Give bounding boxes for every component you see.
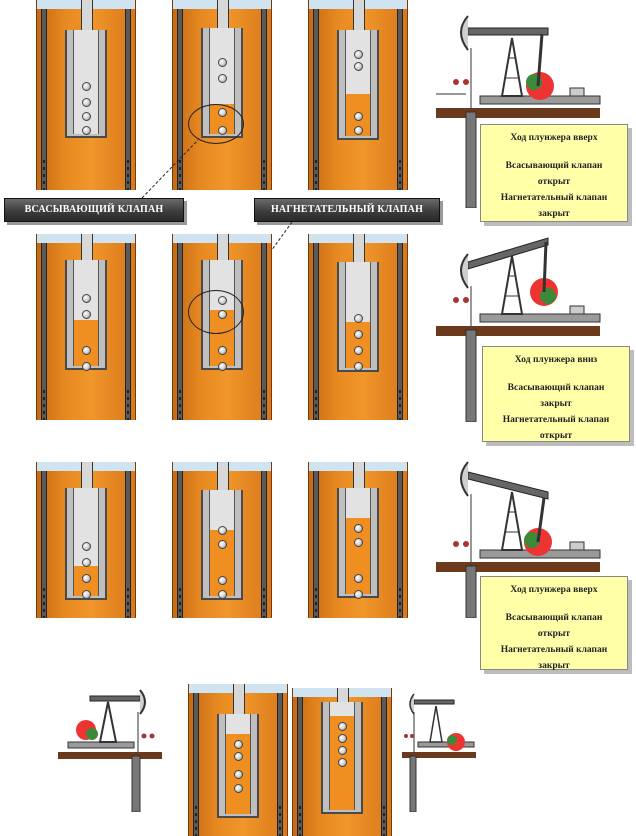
valve-ball <box>354 62 363 71</box>
valve-ball <box>82 310 91 319</box>
valve-ball <box>82 558 91 567</box>
valve-ball <box>218 58 227 67</box>
valve-ball <box>234 752 243 761</box>
discharge-valve-label: НАГНЕТАТЕЛЬНЫЙ КЛАПАН <box>254 198 440 222</box>
stroke-note: Ход плунжера вверх Всасывающий клапан от… <box>480 576 628 671</box>
suction-valve-label: ВСАСЫВАЮЩИЙ КЛАПАН <box>4 198 184 222</box>
valve-ball <box>218 540 227 549</box>
valve-ball <box>338 734 347 743</box>
valve-ball <box>354 112 363 121</box>
well-diagram <box>172 462 272 618</box>
valve-ball <box>354 538 363 547</box>
valve-ball <box>354 50 363 59</box>
valve-ball <box>82 98 91 107</box>
valve-ball <box>218 362 227 371</box>
valve-ball <box>82 362 91 371</box>
valve-ball <box>82 346 91 355</box>
valve-ball <box>82 590 91 599</box>
pumpjack-icon <box>436 461 601 618</box>
valve-ball <box>338 746 347 755</box>
valve-ball <box>82 294 91 303</box>
stroke-note: Ход плунжера вверх Всасывающий клапан от… <box>480 124 628 222</box>
pumpjack-icon <box>58 689 162 812</box>
valve-ball <box>354 590 363 599</box>
valve-ball <box>82 542 91 551</box>
valve-ball <box>234 784 243 793</box>
well-diagram <box>308 462 408 618</box>
well-diagram <box>36 0 136 190</box>
valve-ball <box>338 758 347 767</box>
valve-ball <box>82 112 91 121</box>
valve-highlight-circle <box>188 290 244 334</box>
valve-ball <box>218 590 227 599</box>
valve-ball <box>354 330 363 339</box>
valve-ball <box>218 576 227 585</box>
valve-ball <box>234 770 243 779</box>
valve-ball <box>234 740 243 749</box>
valve-ball <box>354 574 363 583</box>
well-diagram <box>36 462 136 618</box>
well-diagram <box>308 234 408 420</box>
valve-ball <box>354 524 363 533</box>
well-diagram <box>292 688 392 836</box>
valve-ball <box>354 362 363 371</box>
stroke-note: Ход плунжера вниз Всасывающий клапан зак… <box>482 346 630 442</box>
valve-highlight-circle <box>188 104 244 144</box>
valve-ball <box>218 526 227 535</box>
well-diagram <box>188 684 288 836</box>
valve-ball <box>338 722 347 731</box>
valve-ball <box>218 346 227 355</box>
valve-ball <box>354 346 363 355</box>
valve-ball <box>82 82 91 91</box>
well-diagram <box>172 0 272 190</box>
pumpjack-icon <box>436 15 601 208</box>
valve-ball <box>354 314 363 323</box>
valve-ball <box>82 574 91 583</box>
pumpjack-icon <box>402 693 476 812</box>
valve-ball <box>354 126 363 135</box>
valve-ball <box>218 74 227 83</box>
well-diagram <box>308 0 408 190</box>
valve-ball <box>82 126 91 135</box>
pumpjack-icon <box>436 237 601 422</box>
well-diagram <box>36 234 136 420</box>
